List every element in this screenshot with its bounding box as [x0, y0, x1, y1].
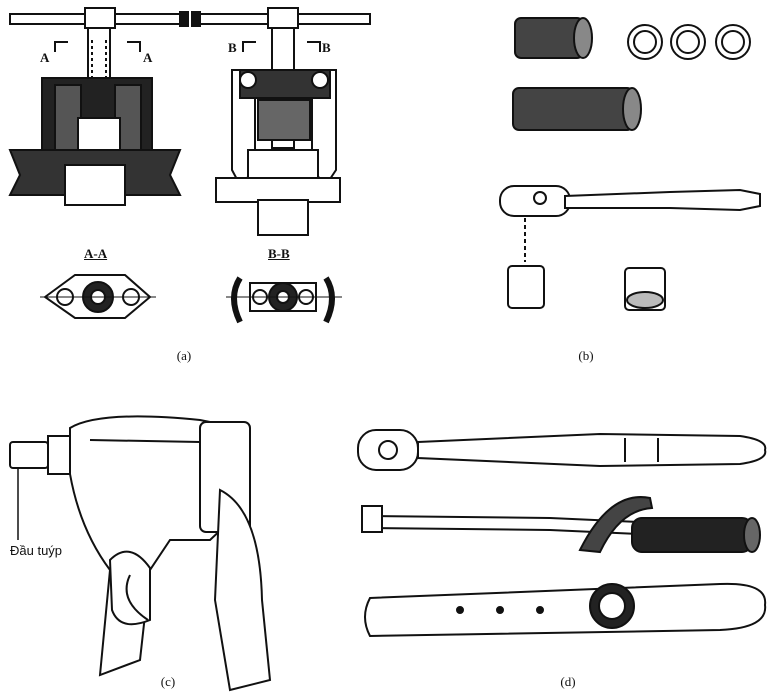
panel-d-drawing [357, 429, 767, 638]
panel-a: A A B B A-A B-B (a) [0, 0, 371, 380]
socket-callout-label: Đầu tuýp [10, 543, 63, 558]
panel-c: Đầu tuýp (c) [0, 400, 300, 696]
panel-c-drawing [9, 415, 272, 692]
panel-c-caption: (c) [160, 674, 176, 689]
panel-b: (b) [380, 0, 774, 380]
section-mark-b-left: B [228, 40, 237, 55]
section-mark-a-left: A [40, 50, 50, 65]
section-view-a-a: A-A [84, 246, 108, 261]
panel-b-drawing [499, 17, 761, 311]
panel-d-caption: (d) [560, 674, 576, 689]
panel-a-caption: (a) [176, 348, 192, 363]
section-view-b-b: B-B [268, 246, 290, 261]
section-mark-a-right: A [143, 50, 153, 65]
panel-d: (d) [340, 400, 774, 696]
panel-b-caption: (b) [578, 348, 594, 363]
panel-a-drawing [8, 7, 371, 324]
section-mark-b-right: B [322, 40, 331, 55]
